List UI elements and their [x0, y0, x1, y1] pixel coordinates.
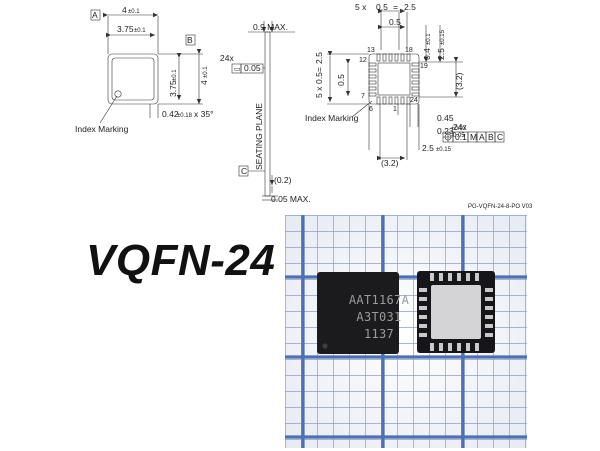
- pitch-left-prefix: 5 x: [314, 86, 324, 98]
- lead-length-label: 0.45: [437, 113, 454, 123]
- pin-1: 1: [393, 106, 397, 113]
- svg-text:=: =: [314, 67, 324, 72]
- fcf-datum-b: B: [488, 132, 494, 142]
- fcf-tolerance: 0.1: [455, 132, 467, 142]
- fcf-datum-c: C: [497, 132, 503, 142]
- dim-width-label: 4: [122, 5, 127, 15]
- dim-height-label: 4: [199, 80, 209, 85]
- pitch-left-single: 0.5: [336, 74, 346, 86]
- lead-thickness-tol-up: +0.07: [451, 126, 467, 132]
- side-count-label: 24x: [220, 53, 234, 63]
- package-title: VQFN-24: [86, 236, 276, 285]
- dim-inner-width-label: 3.75: [117, 24, 134, 34]
- index-mark: [114, 90, 122, 98]
- pitch-left-total: 2.5: [314, 52, 324, 64]
- pin-13: 13: [367, 47, 375, 54]
- exposed-pad-width: (3.2): [381, 158, 399, 168]
- pitch-top-single: 0.5: [389, 17, 401, 27]
- lead-thickness-label: 0.23: [437, 126, 454, 136]
- standoff-max-label: 0.05 MAX.: [271, 194, 311, 204]
- chip-bottom: [417, 271, 495, 353]
- dim-inner-width-tol: ±0.1: [134, 28, 146, 34]
- pitch-top-total: 2.5: [404, 2, 416, 12]
- chamfer-angle: x 35°: [194, 109, 213, 119]
- pad-span-bottom-tol: ±0.15: [436, 147, 452, 153]
- seating-plane-label: SEATING PLANE: [254, 103, 264, 170]
- pin-7: 7: [361, 93, 365, 100]
- pin-24: 24: [410, 97, 418, 104]
- dim-height-tol: ±0.1: [203, 66, 209, 78]
- dim-width-tol: ±0.1: [128, 9, 140, 15]
- svg-text:=: =: [393, 2, 398, 12]
- datum-b-label: B: [187, 35, 193, 45]
- chip-marking-line2: A3T031: [356, 310, 402, 324]
- lead-width-label: 0.4: [422, 48, 432, 60]
- package-photo: AAT1167A A3T031 1137: [285, 215, 527, 448]
- dim-inner-height-tol: ±0.1: [172, 69, 178, 81]
- fcf-count: 24x: [453, 122, 467, 132]
- chip-marking-line1: AAT1167A: [348, 293, 410, 307]
- pad-span-tol: ±0.15: [440, 29, 446, 45]
- pad-span-bottom-label: 2.5: [422, 143, 434, 153]
- top-index-label: Index Marking: [75, 124, 129, 134]
- max-height-label: 0.9 MAX.: [253, 22, 288, 32]
- exposed-pad-height: (3.2): [454, 72, 464, 90]
- fcf-modifier: M: [470, 132, 477, 142]
- pin1-dot: [322, 343, 328, 349]
- chip-marking-line3: 1137: [363, 327, 395, 341]
- datum-a-label: A: [92, 10, 98, 20]
- chip-top: [317, 272, 399, 354]
- flatness-symbol: ▭: [234, 66, 241, 73]
- pin-6: 6: [369, 106, 373, 113]
- pin-18: 18: [405, 47, 413, 54]
- package-drawing: A 4 ±0.1 3.75 ±0.1 B 4 ±0.1 3.75 ±0.1 0.…: [75, 2, 533, 210]
- pin-12: 12: [359, 57, 367, 64]
- standoff-label: (0.2): [274, 175, 292, 185]
- top-view: [90, 9, 203, 124]
- bottom-index-label: Index Marking: [305, 113, 359, 123]
- top-view-package: [107, 53, 159, 105]
- datum-c-label: C: [241, 166, 247, 176]
- flatness-value: 0.05: [244, 63, 261, 73]
- drawing-code: PG-VQFN-24-8-PO V03: [468, 204, 533, 210]
- side-view: [231, 21, 295, 201]
- pitch-top-value: 0.5: [376, 2, 388, 12]
- chamfer-tol: ±0.18: [177, 113, 193, 119]
- bottom-view-package: [368, 53, 420, 105]
- pitch-top-prefix: 5 x: [355, 2, 367, 12]
- pad-span-label: 2.5: [436, 48, 446, 60]
- pitch-left-value: 0.5: [314, 72, 324, 84]
- bottom-view: [327, 8, 505, 161]
- lead-width-tol: ±0.1: [426, 33, 432, 45]
- dim-inner-height-label: 3.75: [168, 80, 178, 97]
- chamfer-value: 0.42: [162, 109, 179, 119]
- pin-19: 19: [420, 63, 428, 70]
- fcf-datum-a: A: [479, 132, 485, 142]
- lead-thickness-tol-down: -0.05: [451, 133, 465, 139]
